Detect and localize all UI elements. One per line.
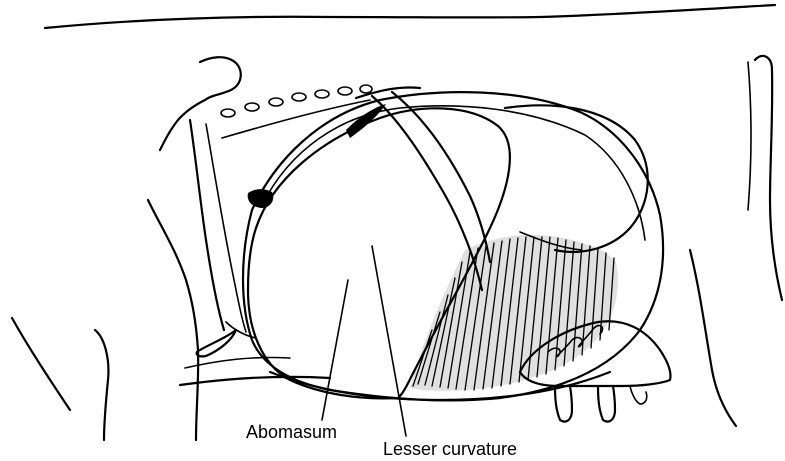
hind-flank-outline <box>755 56 782 300</box>
front-leg-mid <box>95 330 108 440</box>
abomasum-leader <box>322 280 348 420</box>
abomasum-label: Abomasum <box>246 423 337 441</box>
teat-far <box>630 386 647 404</box>
lesser-curvature-leader <box>372 246 406 436</box>
back-outline <box>45 5 775 28</box>
hatched-region <box>410 235 618 391</box>
lesser-curvature-label: Lesser curvature <box>383 440 517 458</box>
rumen-outline-inner <box>262 106 645 240</box>
front-leg-right <box>148 200 198 440</box>
omasum-outline <box>505 105 648 252</box>
retractor-left <box>197 330 236 356</box>
hind-leg-lower <box>690 250 736 426</box>
teat-left <box>555 386 572 422</box>
shoulder-outline <box>190 120 224 330</box>
suture-dots <box>221 85 372 117</box>
shoulder-outline-inner <box>206 124 246 332</box>
teat-right <box>598 386 615 422</box>
sling-strap-2 <box>392 92 490 262</box>
front-leg-left <box>12 318 70 410</box>
retractor-rod <box>248 189 274 208</box>
hind-leg-line <box>748 62 751 210</box>
